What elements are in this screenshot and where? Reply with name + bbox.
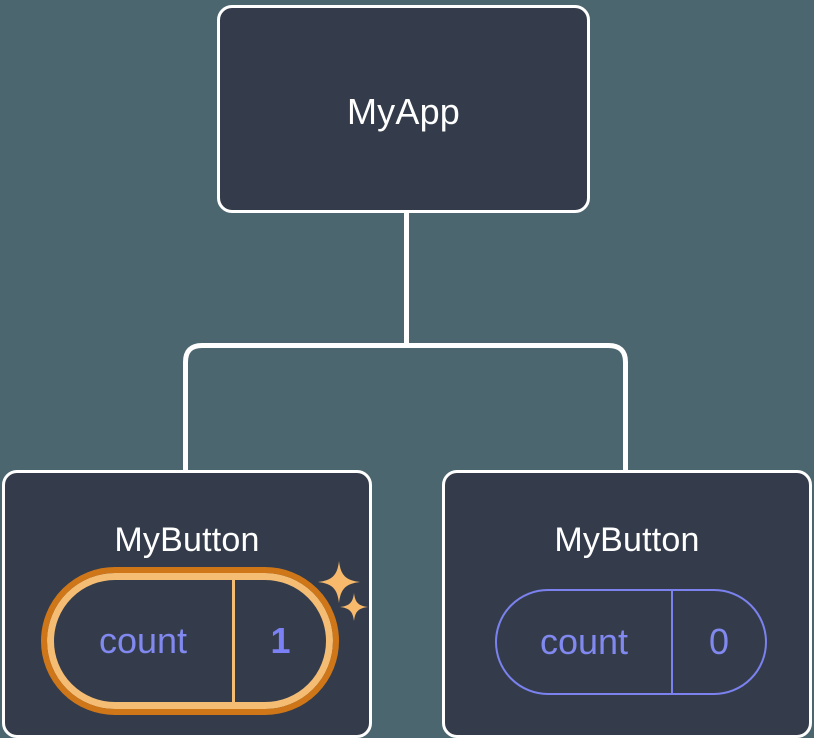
state-pill[interactable]: count 0 (495, 589, 767, 695)
tree-node-myapp[interactable]: MyApp (217, 5, 590, 213)
state-value: 0 (708, 621, 730, 662)
node-title: MyButton (554, 521, 700, 559)
state-value: 1 (270, 620, 291, 661)
state-pill-highlighted[interactable]: count 1 (41, 567, 339, 715)
tree-node-mybutton-1[interactable]: MyButton count 1 (2, 470, 372, 738)
state-key: count (497, 591, 673, 693)
connector-branch-bar (183, 343, 628, 472)
node-title: MyButton (114, 521, 260, 559)
tree-node-mybutton-2[interactable]: MyButton count 0 (442, 470, 812, 738)
node-title: MyApp (346, 91, 461, 132)
state-key: count (54, 580, 235, 702)
